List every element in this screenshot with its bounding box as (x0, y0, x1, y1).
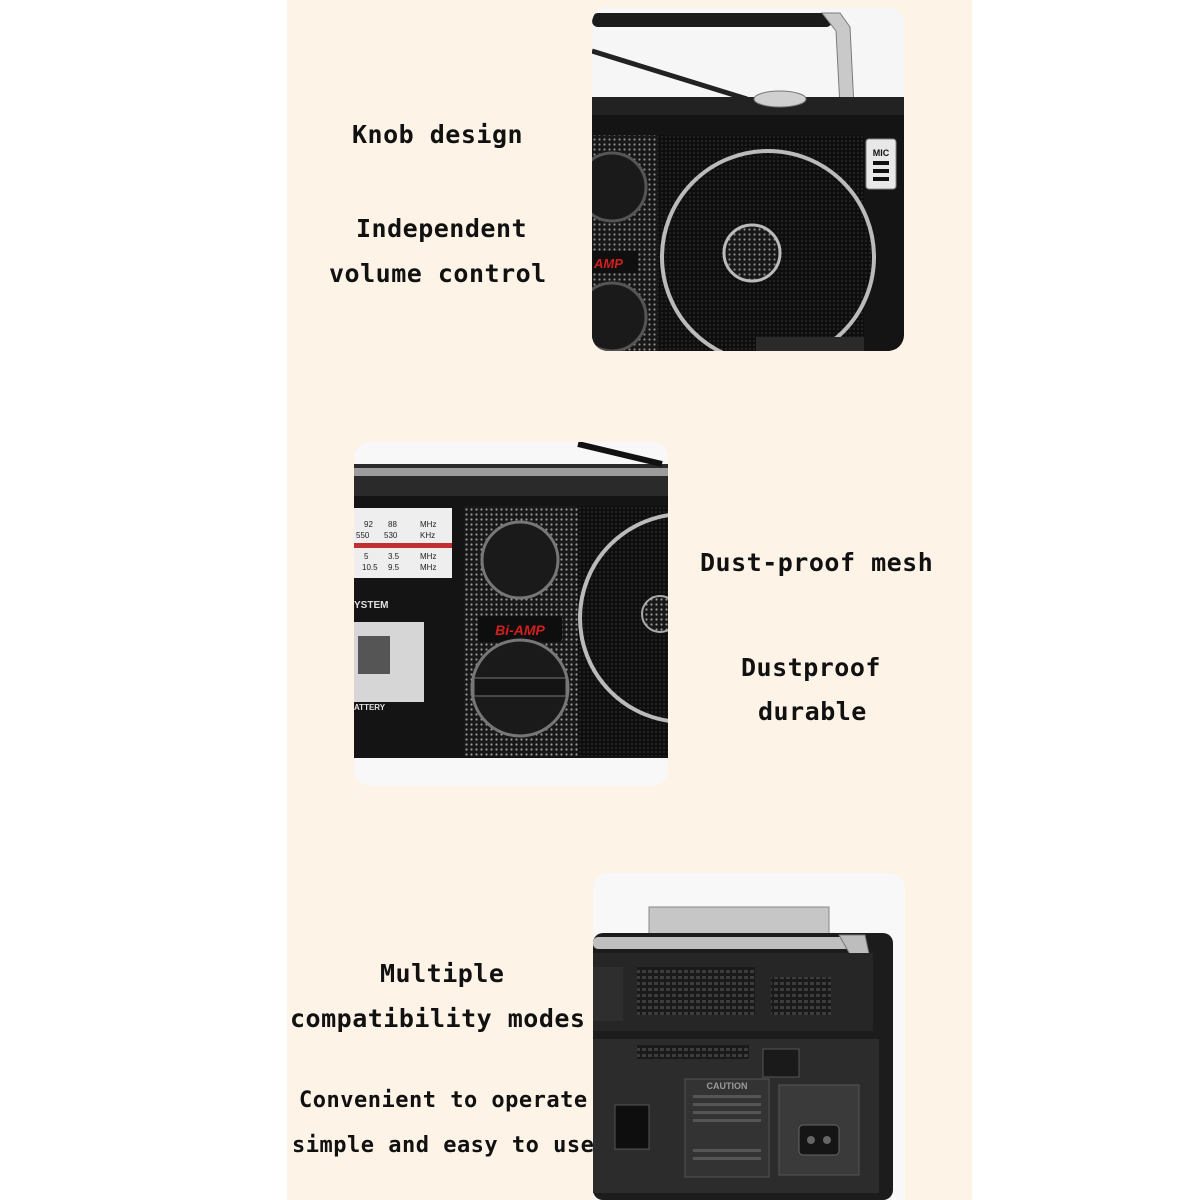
dial-value: 550 (356, 531, 370, 540)
radio-speaker-knob-icon: AMP MIC (592, 7, 904, 351)
dial-unit: KHz (420, 531, 435, 540)
dial-value: 5 (364, 552, 369, 561)
mic-label: MIC (873, 148, 890, 158)
dial-unit: MHz (420, 563, 436, 572)
caption-compatibility-modes: compatibility modes (290, 1004, 586, 1033)
system-label: YSTEM (354, 600, 388, 611)
battery-label: ATTERY (354, 703, 386, 712)
photo-knob-closeup: AMP MIC (592, 7, 904, 351)
caution-label: CAUTION (707, 1081, 748, 1091)
caption-independent: Independent (356, 214, 528, 243)
dial-unit: MHz (420, 520, 436, 529)
caption-volume-control: volume control (329, 259, 547, 288)
radio-front-mesh-icon: 92 88 MHz 550 530 KHz 5 3.5 MHz 10.5 9.5… (354, 442, 668, 786)
dial-value: 3.5 (388, 552, 400, 561)
photo-mesh-closeup: 92 88 MHz 550 530 KHz 5 3.5 MHz 10.5 9.5… (354, 442, 668, 786)
dial-value: 10.5 (362, 563, 378, 572)
caption-durable: durable (758, 697, 867, 726)
caption-knob-design: Knob design (352, 120, 524, 149)
caption-multiple: Multiple (380, 959, 505, 988)
caption-simple-easy: simple and easy to use (292, 1133, 595, 1158)
dial-value: 88 (388, 520, 397, 529)
bi-amp-logo: Bi-AMP (495, 622, 545, 638)
dial-value: 530 (384, 531, 398, 540)
dial-unit: MHz (420, 552, 436, 561)
photo-back-panel-closeup: CAUTION (593, 873, 905, 1200)
caption-dustproof: Dustproof (741, 653, 881, 682)
radio-back-panel-icon: CAUTION (593, 873, 905, 1200)
dial-value: 92 (364, 520, 373, 529)
amp-logo: AMP (593, 256, 623, 271)
caption-convenient-to-operate: Convenient to operate (299, 1088, 588, 1113)
caption-dust-proof-mesh: Dust-proof mesh (700, 548, 934, 577)
dial-value: 9.5 (388, 563, 400, 572)
